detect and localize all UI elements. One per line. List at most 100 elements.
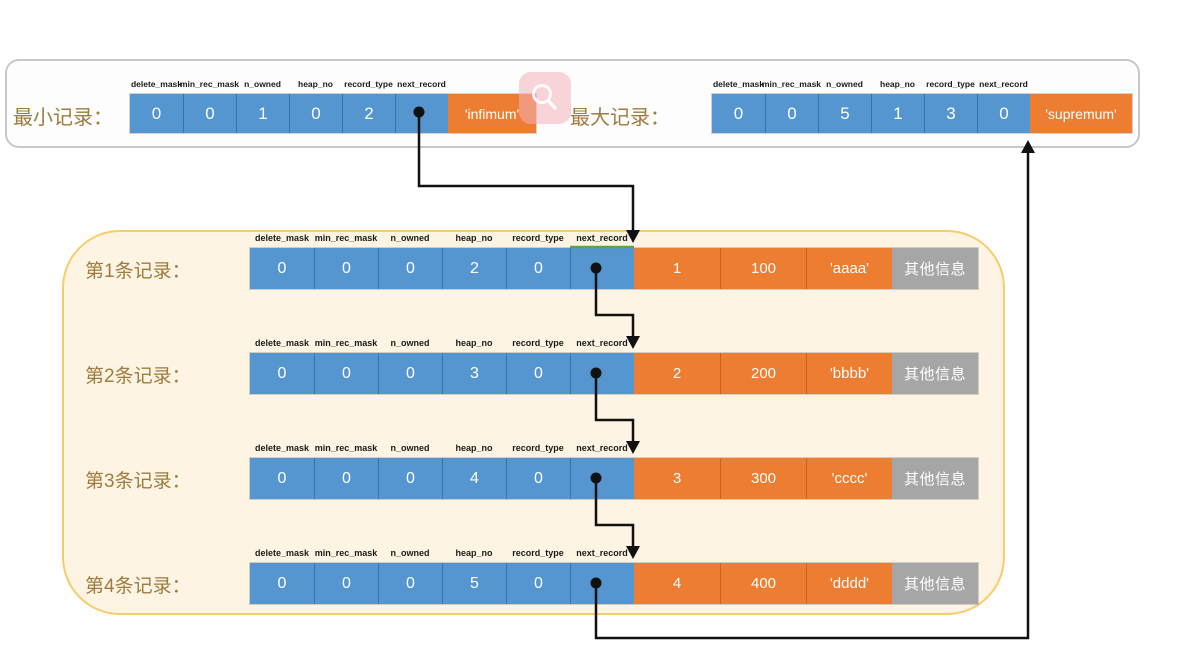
cell-supremum: 'supremum' — [1030, 94, 1132, 133]
cell-n-owned: 0 — [378, 248, 442, 289]
field-label-next-record: next_record — [576, 233, 628, 243]
cell-column-2: 100 — [720, 248, 806, 289]
field-label-heap-no: heap_no — [880, 79, 915, 89]
cell-next-record — [570, 458, 634, 499]
cell-n-owned: 0 — [378, 458, 442, 499]
cell-delete-mask: 0 — [250, 353, 314, 394]
field-label-min-rec-mask: min_rec_mask — [314, 443, 378, 453]
field-label-min-rec-mask: min_rec_mask — [314, 233, 378, 243]
cell-next-record — [570, 248, 634, 289]
cell-n-owned: 1 — [236, 94, 289, 133]
field-label-record-type: record_type — [512, 443, 564, 453]
field-label-delete-mask: delete_mask — [254, 443, 310, 453]
cell-other-info: 其他信息 — [892, 458, 978, 499]
max-record-label: 最大记录： — [570, 107, 670, 129]
cell-min-rec-mask: 0 — [314, 353, 378, 394]
cell-heap-no: 3 — [442, 353, 506, 394]
field-label-next-record: next_record — [576, 548, 628, 558]
cell-record-type: 0 — [506, 563, 570, 604]
record-2-label: 第2条记录： — [85, 366, 191, 387]
record-3-row: 0 0 0 4 0 3 300 'cccc' 其他信息 — [250, 458, 978, 499]
cell-heap-no: 0 — [289, 94, 342, 133]
field-label-min-rec-mask: min_rec_mask — [314, 338, 378, 348]
field-label-delete-mask: delete_mask — [712, 79, 765, 89]
record-4-label: 第4条记录： — [85, 576, 191, 597]
cell-column-3: 'bbbb' — [806, 353, 892, 394]
field-label-min-rec-mask: min_rec_mask — [179, 79, 240, 89]
field-label-heap-no: heap_no — [298, 79, 333, 89]
field-label-delete-mask: delete_mask — [254, 338, 310, 348]
cell-primary-key: 4 — [634, 563, 720, 604]
cell-heap-no: 5 — [442, 563, 506, 604]
record-2-row: 0 0 0 3 0 2 200 'bbbb' 其他信息 — [250, 353, 978, 394]
cell-primary-key: 2 — [634, 353, 720, 394]
field-label-min-rec-mask: min_rec_mask — [761, 79, 822, 89]
cell-min-rec-mask: 0 — [183, 94, 236, 133]
cell-delete-mask: 0 — [250, 563, 314, 604]
cell-heap-no: 1 — [871, 94, 924, 133]
min-record-row: 0 0 1 0 2 'infimum' — [130, 94, 536, 133]
cell-delete-mask: 0 — [130, 94, 183, 133]
magnifier-glyph — [532, 84, 557, 110]
record-4-field-header-row: delete_mask min_rec_mask n_owned heap_no… — [250, 548, 634, 558]
cell-next-record — [570, 353, 634, 394]
cell-min-rec-mask: 0 — [314, 458, 378, 499]
cell-heap-no: 4 — [442, 458, 506, 499]
cell-other-info: 其他信息 — [892, 563, 978, 604]
field-label-delete-mask: delete_mask — [254, 233, 310, 243]
field-label-heap-no: heap_no — [455, 443, 493, 453]
field-label-delete-mask: delete_mask — [254, 548, 310, 558]
cell-delete-mask: 0 — [250, 248, 314, 289]
cell-other-info: 其他信息 — [892, 353, 978, 394]
cell-column-2: 400 — [720, 563, 806, 604]
field-label-n-owned: n_owned — [390, 548, 430, 558]
cell-n-owned: 0 — [378, 563, 442, 604]
cell-record-type: 0 — [506, 353, 570, 394]
record-3-label: 第3条记录： — [85, 471, 191, 492]
record-1-field-header-row: delete_mask min_rec_mask n_owned heap_no… — [250, 233, 634, 243]
record-1-row: 0 0 0 2 0 1 100 'aaaa' 其他信息 — [250, 248, 978, 289]
cell-column-3: 'cccc' — [806, 458, 892, 499]
min-record-label: 最小记录： — [13, 107, 113, 129]
field-label-next-record: next_record — [979, 79, 1028, 89]
record-2-field-header-row: delete_mask min_rec_mask n_owned heap_no… — [250, 338, 634, 348]
cell-record-type: 2 — [342, 94, 395, 133]
record-1-label: 第1条记录： — [85, 261, 191, 282]
search-icon — [519, 72, 571, 124]
cell-min-rec-mask: 0 — [314, 563, 378, 604]
record-3-field-header-row: delete_mask min_rec_mask n_owned heap_no… — [250, 443, 634, 453]
field-label-heap-no: heap_no — [455, 338, 493, 348]
field-label-record-type: record_type — [926, 79, 975, 89]
field-label-n-owned: n_owned — [390, 338, 430, 348]
max-record-field-header-row: delete_mask min_rec_mask n_owned heap_no… — [712, 79, 1030, 89]
cell-next-record — [570, 563, 634, 604]
field-label-heap-no: heap_no — [455, 548, 493, 558]
cell-n-owned: 5 — [818, 94, 871, 133]
field-label-record-type: record_type — [344, 79, 393, 89]
field-label-n-owned: n_owned — [390, 443, 430, 453]
cell-column-2: 300 — [720, 458, 806, 499]
field-label-record-type: record_type — [512, 233, 564, 243]
cell-delete-mask: 0 — [712, 94, 765, 133]
field-label-next-record: next_record — [397, 79, 446, 89]
field-label-n-owned: n_owned — [244, 79, 281, 89]
field-label-record-type: record_type — [512, 548, 564, 558]
cell-delete-mask: 0 — [250, 458, 314, 499]
cell-column-3: 'dddd' — [806, 563, 892, 604]
cell-record-type: 0 — [506, 248, 570, 289]
cell-column-3: 'aaaa' — [806, 248, 892, 289]
cell-min-rec-mask: 0 — [765, 94, 818, 133]
cell-next-record — [395, 94, 448, 133]
cell-min-rec-mask: 0 — [314, 248, 378, 289]
cell-heap-no: 2 — [442, 248, 506, 289]
cell-record-type: 0 — [506, 458, 570, 499]
field-label-next-record: next_record — [576, 338, 628, 348]
max-record-row: 0 0 5 1 3 0 'supremum' — [712, 94, 1132, 133]
cell-primary-key: 3 — [634, 458, 720, 499]
cell-record-type: 3 — [924, 94, 977, 133]
field-label-delete-mask: delete_mask — [130, 79, 183, 89]
field-label-min-rec-mask: min_rec_mask — [314, 548, 378, 558]
min-record-field-header-row: delete_mask min_rec_mask n_owned heap_no… — [130, 79, 448, 89]
record-4-row: 0 0 0 5 0 4 400 'dddd' 其他信息 — [250, 563, 978, 604]
